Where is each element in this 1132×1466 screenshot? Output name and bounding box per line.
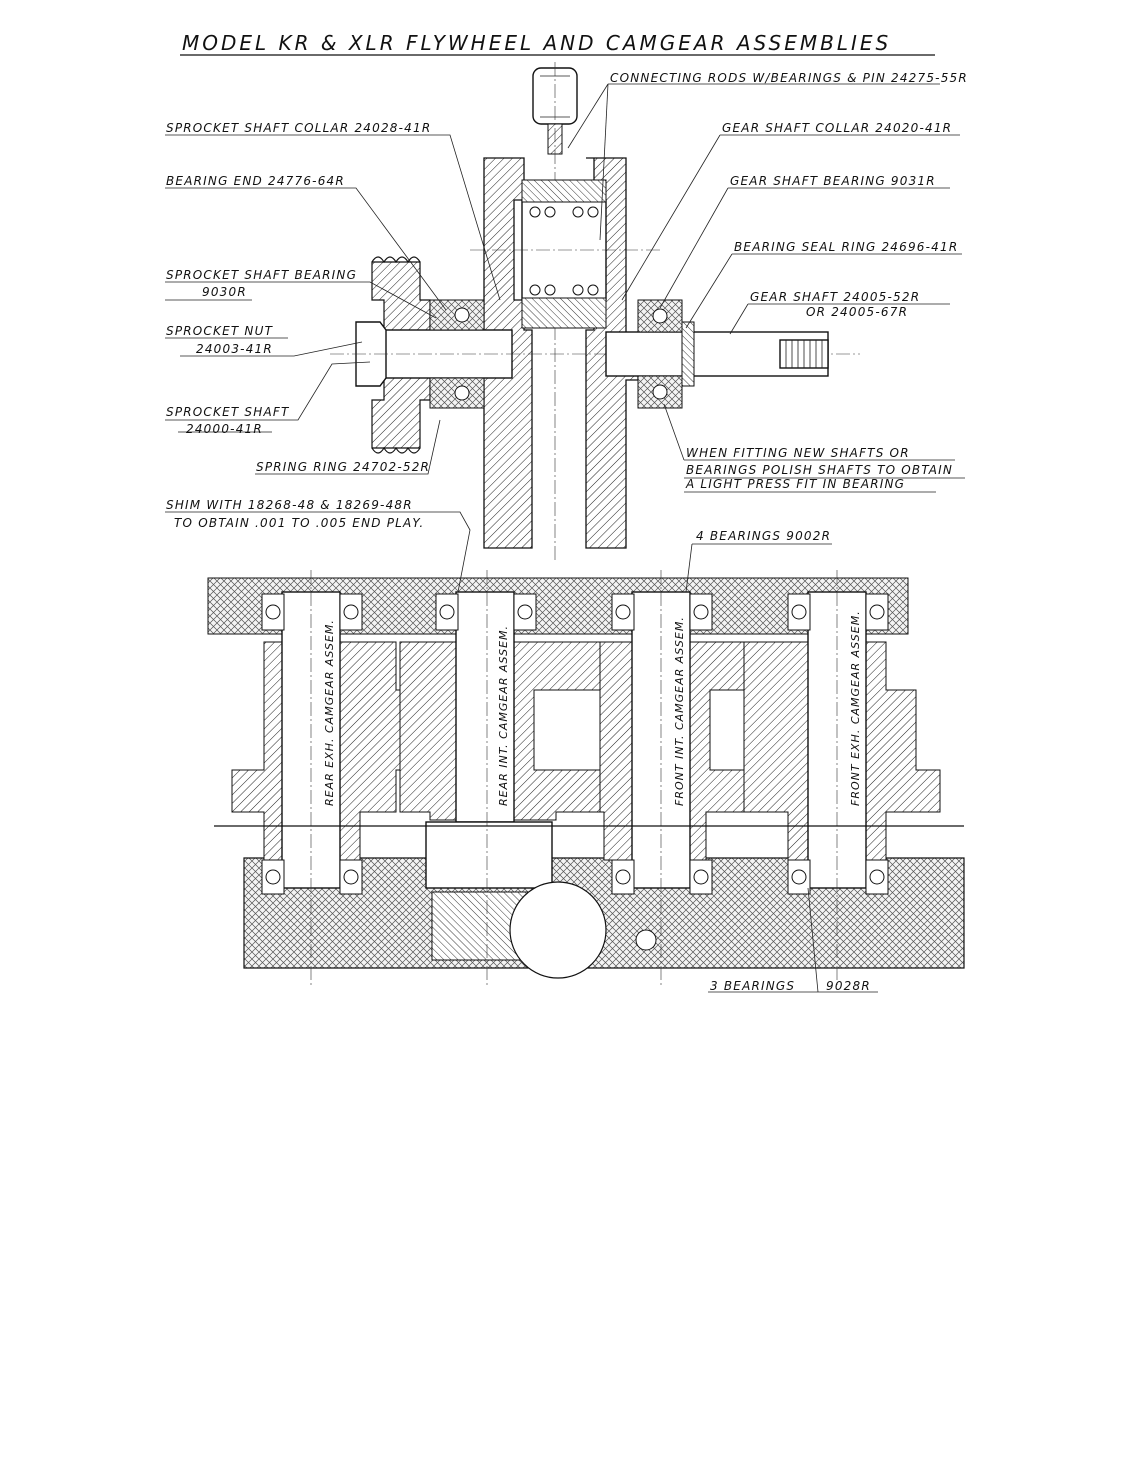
lower-leader-lines xyxy=(165,511,878,993)
camgear-labels: REAR EXH. CAMGEAR ASSEM. REAR INT. CAMGE… xyxy=(323,610,862,806)
label-connecting-rods: CONNECTING RODS W/BEARINGS & PIN 24275-5… xyxy=(610,71,968,85)
rod-big-end-top xyxy=(521,179,607,203)
camgear-assembly xyxy=(165,511,965,993)
label-sprocket-shaft-2: 24000-41R xyxy=(186,422,263,436)
label-shim-1: SHIM WITH 18268-48 & 18269-48R xyxy=(166,498,413,512)
label-gear-shaft-collar: GEAR SHAFT COLLAR 24020-41R xyxy=(722,121,952,135)
label-four-bearings: 4 BEARINGS 9002R xyxy=(696,529,831,543)
label-sprocket-shaft-1: SPROCKET SHAFT xyxy=(166,405,290,419)
label-gear-shaft-2: OR 24005-67R xyxy=(806,305,908,319)
rod-big-end-bottom xyxy=(521,297,607,329)
gear-bearing-roller-top xyxy=(652,308,668,324)
label-camgear-front-int: FRONT INT. CAMGEAR ASSEM. xyxy=(673,616,686,806)
label-sprocket-shaft-bearing-1: SPROCKET SHAFT BEARING xyxy=(166,268,357,282)
label-gear-shaft-1: GEAR SHAFT 24005-52R xyxy=(750,290,920,304)
camgear-shaft-4 xyxy=(743,570,941,985)
camgear-shaft-1 xyxy=(231,570,439,985)
sprocket-bearing-roller-bottom xyxy=(454,385,470,401)
label-sprocket-shaft-collar: SPROCKET SHAFT COLLAR 24028-41R xyxy=(166,121,431,135)
leader-lines xyxy=(165,83,965,493)
label-bearing-seal-ring: BEARING SEAL RING 24696-41R xyxy=(734,240,958,254)
camgear-shaft-3 xyxy=(599,570,745,985)
gear-bearing-roller-bottom xyxy=(652,384,668,400)
label-three-bearings-1: 3 BEARINGS xyxy=(710,979,795,993)
label-camgear-front-exh: FRONT EXH. CAMGEAR ASSEM. xyxy=(849,610,862,806)
label-spring-ring: SPRING RING 24702-52R xyxy=(256,460,430,474)
callout-labels: CONNECTING RODS W/BEARINGS & PIN 24275-5… xyxy=(166,71,968,993)
label-sprocket-nut-1: SPROCKET NUT xyxy=(166,324,274,338)
label-camgear-rear-int: REAR INT. CAMGEAR ASSEM. xyxy=(497,625,510,806)
label-gear-shaft-bearing: GEAR SHAFT BEARING 9031R xyxy=(730,174,936,188)
crank-pin-rollers xyxy=(529,206,599,296)
sprocket-bearing-roller-top xyxy=(454,307,470,323)
title-group: MODEL KR & XLR FLYWHEEL AND CAMGEAR ASSE… xyxy=(180,31,935,56)
label-fitting-note-1: WHEN FITTING NEW SHAFTS OR xyxy=(686,446,910,460)
label-sprocket-nut-2: 24003-41R xyxy=(196,342,273,356)
flywheel-assembly xyxy=(165,62,965,560)
camgear-shaft-2 xyxy=(399,570,657,985)
label-camgear-rear-exh: REAR EXH. CAMGEAR ASSEM. xyxy=(323,619,336,806)
label-fitting-note-2: BEARINGS POLISH SHAFTS TO OBTAIN xyxy=(686,463,953,477)
drawing-title: MODEL KR & XLR FLYWHEEL AND CAMGEAR ASSE… xyxy=(182,31,891,55)
label-fitting-note-3: A LIGHT PRESS FIT IN BEARING xyxy=(685,477,905,491)
label-sprocket-shaft-bearing-2: 9030R xyxy=(202,285,247,299)
label-bearing-end: BEARING END 24776-64R xyxy=(166,174,345,188)
bearing-seal-ring xyxy=(681,321,695,387)
sprocket-teeth xyxy=(371,256,421,454)
label-three-bearings-2: 9028R xyxy=(826,979,871,993)
label-shim-2: TO OBTAIN .001 TO .005 END PLAY. xyxy=(174,516,424,530)
case-bottom xyxy=(243,857,965,969)
